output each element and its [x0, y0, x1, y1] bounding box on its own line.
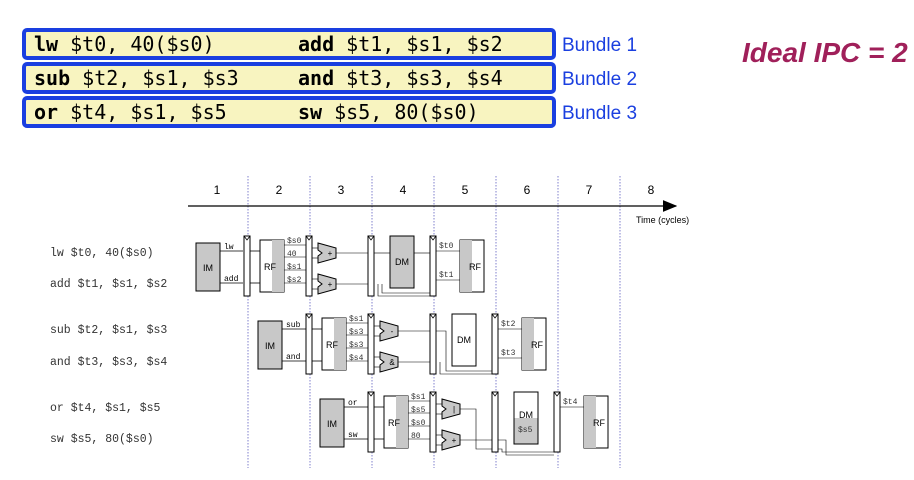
- alu-unit: [379, 320, 399, 342]
- alu-unit: [379, 351, 399, 373]
- alu-op-bot: +: [452, 436, 457, 445]
- instr-label-or: or $t4, $s1, $s5: [50, 402, 161, 415]
- pipeline-register: [491, 391, 499, 453]
- cycle-label-4: 4: [400, 183, 407, 197]
- im-out-bot: and: [286, 353, 301, 362]
- cycle-label-6: 6: [524, 183, 531, 197]
- instr-label-lw: lw $t0, 40($s0): [50, 247, 154, 260]
- dm-unit: [389, 235, 415, 289]
- wb-top: $t2: [501, 320, 516, 329]
- cycle-label-8: 8: [648, 183, 655, 197]
- cycle-label-7: 7: [586, 183, 593, 197]
- dm-label: DM: [519, 410, 533, 420]
- pipeline-register: [243, 235, 251, 297]
- rf-out-1: $s1: [411, 393, 426, 402]
- rf-out-1: $s1: [349, 315, 364, 324]
- dm-unit: [451, 313, 477, 367]
- alu-unit: [317, 273, 337, 295]
- alu-unit: [441, 398, 461, 420]
- cycle-label-2: 2: [276, 183, 283, 197]
- wb-bot: $t1: [439, 271, 454, 280]
- rf-out-1: $s0: [287, 237, 302, 246]
- pipeline-register: [553, 391, 561, 453]
- time-axis-label: Time (cycles): [636, 215, 689, 225]
- alu-op-top: -: [391, 327, 394, 336]
- bundle-2-slot-1: sub $t2, $s1, $s3: [34, 66, 239, 90]
- pipeline-register: [429, 391, 437, 453]
- im-out-bot: sw: [348, 431, 358, 440]
- rf-out-4: 80: [411, 432, 421, 441]
- instr-label-and: and $t3, $s3, $s4: [50, 356, 167, 369]
- bundle-3-slot-2: sw $s5, 80($s0): [298, 100, 479, 124]
- pipeline-register: [305, 313, 313, 375]
- rf-label: RF: [326, 340, 338, 350]
- alu-op-bot: +: [328, 280, 333, 289]
- rf-out-2: 40: [287, 250, 297, 259]
- bundle-3: or $t4, $s1, $s5 sw $s5, 80($s0): [22, 96, 556, 128]
- dm-label: DM: [457, 335, 471, 345]
- im-label: IM: [203, 263, 213, 273]
- alu-op-bot: &: [389, 358, 395, 367]
- pipeline-bundle-1: IM lw add RF $s0 40 $s1 $s2 + +: [195, 235, 485, 297]
- bundle-3-slot-1: or $t4, $s1, $s5: [34, 100, 227, 124]
- pipeline-bundle-3: IM or sw RF $s1 $s5 $s0 80 | +: [319, 391, 609, 456]
- instr-label-add: add $t1, $s1, $s2: [50, 278, 167, 291]
- im-label: IM: [265, 341, 275, 351]
- rf-out-2: $s3: [349, 328, 364, 337]
- im-out-top: or: [348, 399, 358, 408]
- cycle-label-5: 5: [462, 183, 469, 197]
- bundle-1-slot-1: lw $t0, 40($s0): [34, 32, 215, 56]
- bundle-2: sub $t2, $s1, $s3 and $t3, $s3, $s4: [22, 62, 556, 94]
- ideal-ipc-label: Ideal IPC = 2: [742, 37, 908, 68]
- im-unit: [195, 242, 221, 292]
- rf-wb-label: RF: [593, 418, 605, 428]
- instr-label-sw: sw $s5, 80($s0): [50, 433, 154, 446]
- bundle-1-slot-2: add $t1, $s1, $s2: [298, 32, 503, 56]
- rf-out-4: $s2: [287, 276, 302, 285]
- dm-input-label: $s5: [518, 426, 533, 435]
- wb-top: $t4: [563, 398, 578, 407]
- rf-label: RF: [264, 262, 276, 272]
- pipeline-register: [305, 235, 313, 297]
- rf-out-3: $s0: [411, 419, 426, 428]
- rf-out-3: $s3: [349, 341, 364, 350]
- rf-out-3: $s1: [287, 263, 302, 272]
- pipeline-bundle-2: IM sub and RF $s1 $s3 $s3 $s4 - &: [257, 313, 547, 375]
- alu-unit: [441, 429, 461, 451]
- bundle-1-label: Bundle 1: [562, 35, 638, 56]
- alu-op-top: +: [328, 249, 333, 258]
- rf-out-2: $s5: [411, 406, 426, 415]
- im-unit: [257, 320, 283, 370]
- instr-label-sub: sub $t2, $s1, $s3: [50, 324, 167, 337]
- rf-label: RF: [388, 418, 400, 428]
- bundle-2-slot-2: and $t3, $s3, $s4: [298, 66, 503, 90]
- alu-unit: [317, 242, 337, 264]
- rf-wb-label: RF: [469, 262, 481, 272]
- im-unit: [319, 398, 345, 448]
- pipeline-register: [429, 235, 437, 297]
- pipeline-register: [491, 313, 499, 375]
- pipeline-register: [429, 313, 437, 375]
- pipeline-register: [367, 391, 375, 453]
- im-out-top: sub: [286, 321, 301, 330]
- pipeline-register: [367, 313, 375, 375]
- bundle-3-label: Bundle 3: [562, 103, 638, 124]
- wb-top: $t0: [439, 242, 454, 251]
- im-out-top: lw: [224, 243, 234, 252]
- cycle-label-3: 3: [338, 183, 345, 197]
- bundle-2-label: Bundle 2: [562, 69, 638, 90]
- pipeline-register: [367, 235, 375, 297]
- dm-label: DM: [395, 257, 409, 267]
- im-label: IM: [327, 419, 337, 429]
- im-out-bot: add: [224, 275, 239, 284]
- rf-out-4: $s4: [349, 354, 364, 363]
- alu-op-top: |: [453, 405, 455, 414]
- cycle-label-1: 1: [214, 183, 221, 197]
- wb-bot: $t3: [501, 349, 516, 358]
- rf-wb-label: RF: [531, 340, 543, 350]
- bundle-1: lw $t0, 40($s0) add $t1, $s1, $s2: [22, 28, 556, 60]
